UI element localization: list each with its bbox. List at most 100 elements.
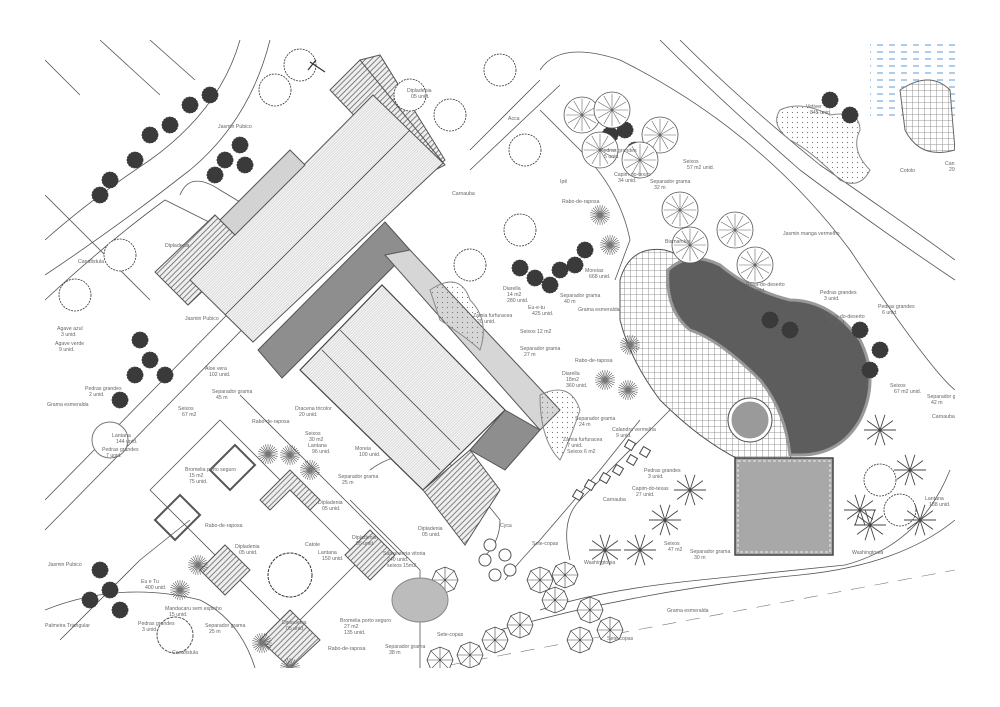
rabo-de-raposa-icon [618,380,638,400]
shrub-icon [161,116,179,134]
plant-label-line: 05 unid. [411,94,429,100]
rabo-de-raposa-icon-center [627,342,633,348]
plant-label-line: Pedras grandes [600,148,637,154]
plant-label: Ipê [560,179,567,185]
plant-label-line: Rabo-de-raposa [328,646,366,652]
plant-label-line: 150 unid. [322,556,343,562]
plant-label-line: Zamia furfuracea [473,313,512,319]
rabo-de-raposa-icon-center [259,640,265,646]
plant-label-line: 6 unid. [750,288,766,294]
plant-label-line: Cyca [500,523,512,529]
shrub-icon [141,351,159,369]
bench-icon [307,59,326,73]
plant-label-line: Seixos [683,159,699,165]
sete-copas-icon-ribs [457,642,483,668]
plant-label-line: Dipladenia [235,544,260,550]
shrub-icon [181,96,199,114]
tree-canopy-icon [283,48,317,82]
sete-copas-icon-ribs [597,617,623,643]
plant-label-line: Seixos [305,431,321,437]
plant-label-line: Capim-do-texas [614,172,651,178]
plant-label-line: Washingtonia [852,550,883,556]
plant-label-line: Lantana [925,496,944,502]
plant-label-line: Pedras grandes [878,304,915,310]
plant-label-line: 67 m2 [182,412,197,418]
plant-label-line: Sete-copas [437,632,464,638]
plant-label-line: 7 unid. [106,453,122,459]
plant-label-line: 20 unid. [477,319,495,325]
plant-label: Dipladenia [165,243,190,249]
plant-label-line: Rabo-de-raposa [562,199,600,205]
plant-label-line: Separador grama [212,389,252,395]
plant-label-line: seixos 15m2 [387,563,416,569]
calandra-icon [571,488,585,502]
plant-label-line: Agave azul [57,326,83,332]
plant-label-line: Separador grama [690,549,730,555]
plant-label-line: Diarella [503,286,521,292]
vetiver-bed [776,105,871,184]
plant-label-line: 3 unid. [61,332,77,338]
plant-label-line: Sansevieria vitoria [383,551,425,557]
plant-label-line: 32 m [654,185,666,191]
palm-tree-icon-branches [583,133,617,167]
shrub-icon [81,591,99,609]
plant-label-line: 40 m [564,299,576,305]
plant-label-line: Dipladenia [165,243,190,249]
plant-label-line: 14 m2 [507,292,522,298]
washingtonia-icon [674,474,706,506]
plant-label-line: 05 unid. [422,532,440,538]
washingtonia-icon [894,454,926,486]
plant-label-line: Vetiver [806,104,822,110]
palm-tree-icon-branches [643,118,677,152]
shrub-icon [141,126,159,144]
tree-canopy-icon [103,238,137,272]
shrub-icon [126,151,144,169]
shrub-icon [871,341,889,359]
tree-canopy-icon [258,73,292,107]
cyca-icon [503,563,517,577]
plant-label-line: 96 unid. [312,449,330,455]
plant-label-line: 27 m [524,352,536,358]
plant-label-line: 9 unid. [616,433,632,439]
plant-label-line: 9 unid. [59,347,75,353]
plant-label-line: 05 unid. [322,506,340,512]
plant-label-line: Aloe vera [205,366,227,372]
plant-label-line: Moreias [585,268,604,274]
plant-label-line: Carnauba [603,497,626,503]
plant-label: Jasmin Pubico [185,316,219,322]
plant-label-line: 05 unid. [286,626,304,632]
plant-label-line: Rabo-de-raposa [575,358,613,364]
plant-label-line: Seixos [664,541,680,547]
plant-label-line: Bromelia porto seguro [340,618,391,624]
washingtonia-icon [854,509,886,541]
shrub-icon [566,256,584,274]
plant-label-line: Separador grama [560,293,600,299]
plant-label-line: 135 unid. [344,630,365,636]
agave-group-icon [91,421,129,459]
plant-label-line: Separador grama [575,416,615,422]
plant-label: Seixos 12 m2 [520,329,552,335]
rabo-de-raposa-icon-center [307,467,313,473]
plant-label-line: Moreia [355,446,371,452]
plant-label-line: Sete-copas [532,541,559,547]
rabo-de-raposa-icon [170,580,190,600]
plant-label-line: Separador grama [520,346,560,352]
shrub-icon [861,361,879,379]
palm-tree-icon-branches [663,193,697,227]
plant-label-line: Separador grama [338,474,378,480]
plant-label-line: 102 unid. [209,372,230,378]
tree-canopy-icon [393,78,427,112]
